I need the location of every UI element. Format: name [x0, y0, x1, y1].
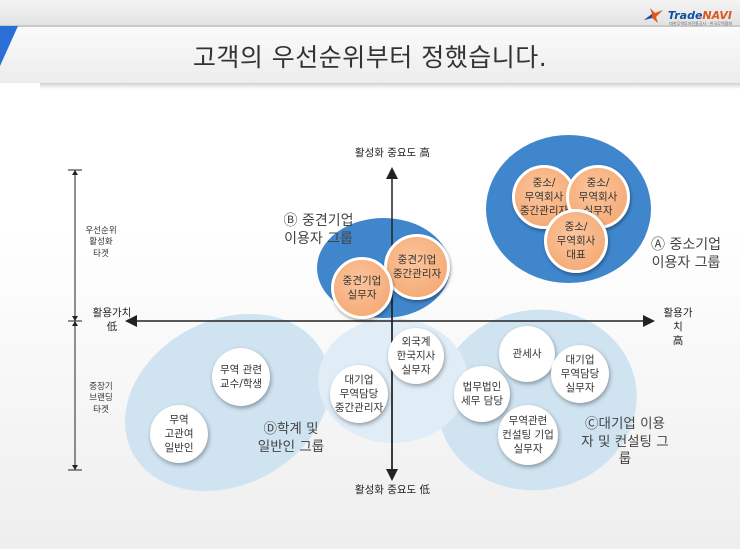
- logo: TradeNAVI 대한무역투자진흥공사 · 한국무역협회: [642, 6, 732, 26]
- node-general-public: 무역 고관여 일반인: [150, 405, 208, 463]
- node-consulting: 무역관련 컨설팅 기업 실무자: [498, 405, 558, 465]
- side-label-lower: 중장기 브랜딩 타겟: [89, 382, 113, 415]
- group-d-label: Ⓓ학계 및 일반인 그룹: [257, 421, 325, 455]
- title-shadow: [40, 83, 740, 89]
- axis-bottom-label: 활성화 중요도 低: [354, 484, 431, 496]
- node-law-firm: 법무법인 세무 담당: [454, 366, 510, 422]
- title-band: [0, 27, 740, 83]
- side-label-upper: 우선순위 활성화 타겟: [85, 226, 117, 259]
- accent-wedge: [0, 26, 18, 66]
- group-b-label: Ⓑ 중견기업 이용자 그룹: [283, 213, 354, 248]
- top-divider: [0, 25, 740, 27]
- axis-left-label: 활용가치 低: [92, 307, 132, 334]
- axis-top-label: 활성화 중요도 高: [354, 147, 431, 159]
- node-professor: 무역 관련 교수/학생: [212, 348, 270, 406]
- node-foreign-branch: 외국계 한국지사 실무자: [388, 328, 444, 384]
- group-a-label: Ⓐ 중소기업 이용자 그룹: [651, 237, 721, 272]
- page-title: 고객의 우선순위부터 정했습니다.: [192, 43, 548, 72]
- logo-brand: TradeNAVI: [667, 8, 732, 22]
- node-mid-manager: 중견기업 중간관리자: [384, 234, 450, 300]
- logo-star-icon: [643, 8, 663, 23]
- node-customs: 관세사: [499, 326, 555, 382]
- node-mid-staff: 중견기업 실무자: [331, 257, 393, 319]
- logo-subtitle: 대한무역투자진흥공사 · 한국무역협회: [669, 21, 732, 26]
- node-sme-ceo: 중소/ 무역회사 대표: [544, 209, 608, 273]
- top-bar: [0, 0, 740, 26]
- node-large-mid-manager: 대기업 무역담당 중간관리자: [330, 365, 388, 423]
- group-c-label: Ⓒ대기업 이용 자 및 컨설팅 그 룹: [581, 416, 669, 468]
- node-large-staff: 대기업 무역담당 실무자: [551, 345, 609, 403]
- axis-right-label: 활용가 치 高: [663, 307, 693, 348]
